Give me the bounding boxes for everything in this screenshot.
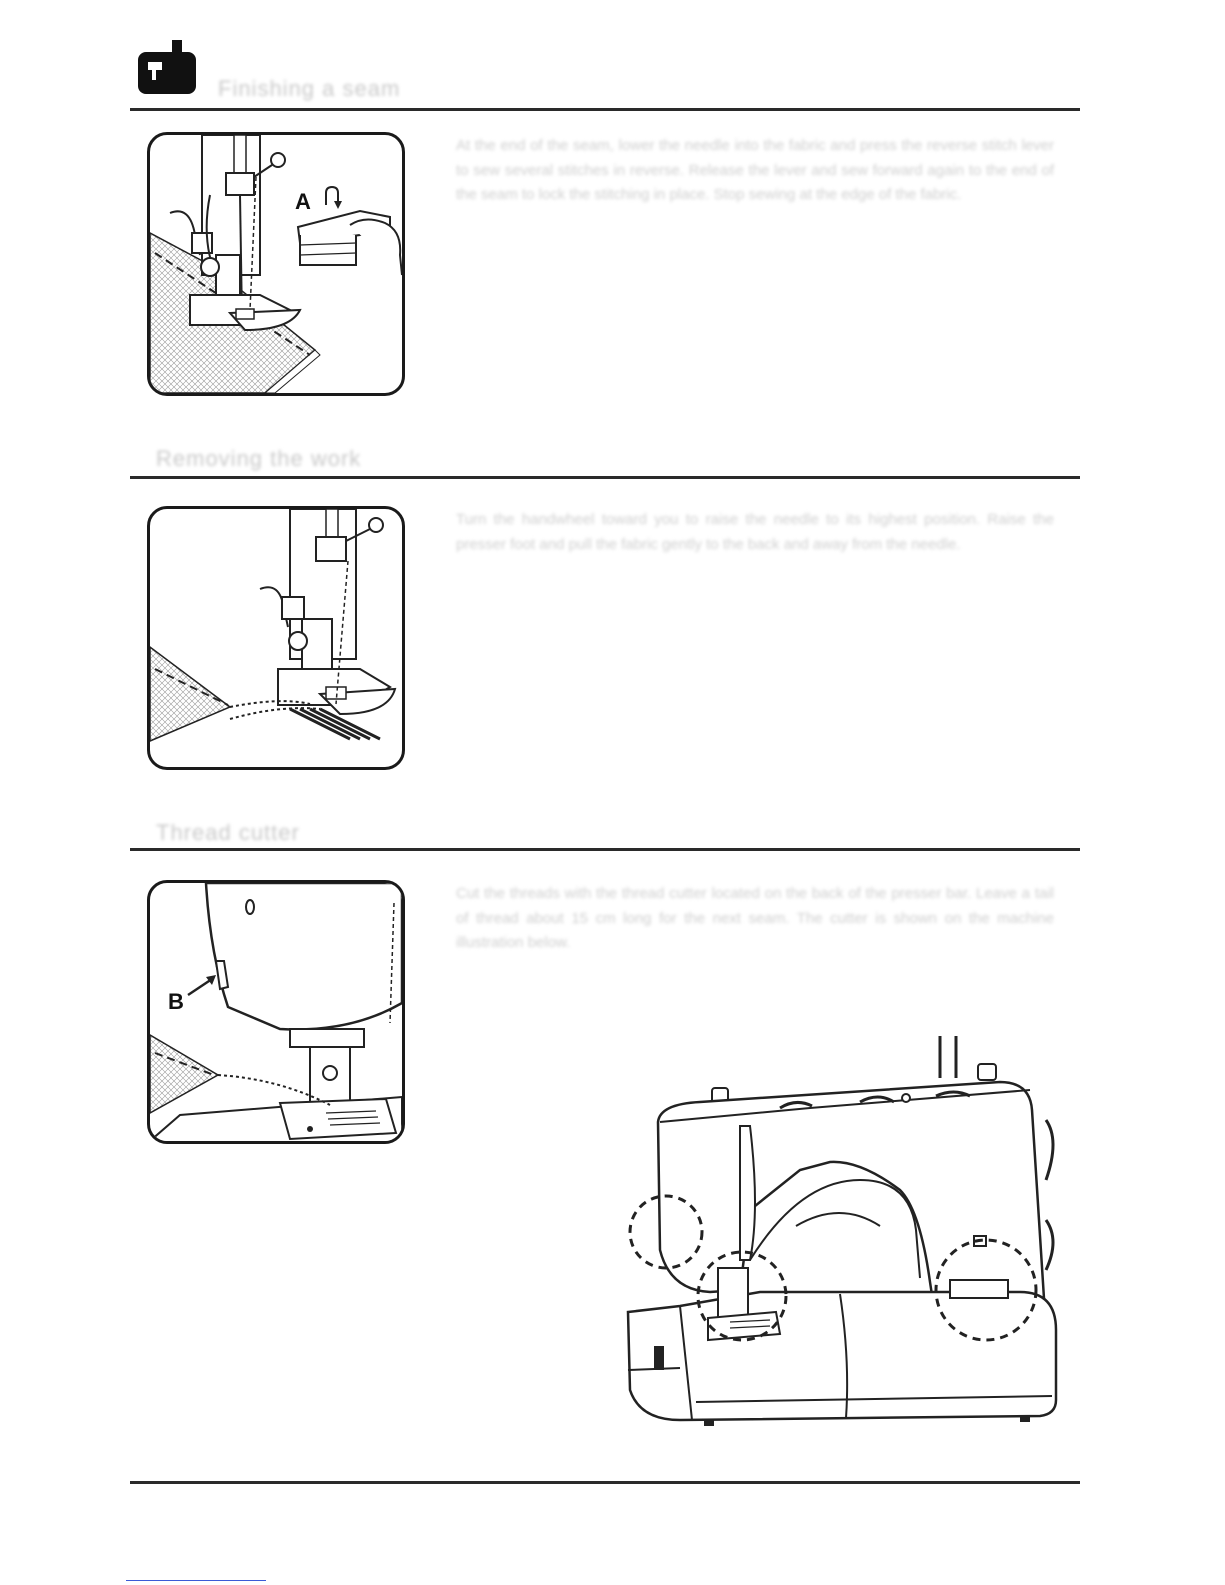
sewing-machine-icon: [134, 38, 200, 96]
section2-rule: [130, 476, 1080, 479]
section3-illustration: B: [147, 880, 405, 1144]
section3-rule: [130, 848, 1080, 851]
section1-title: Finishing a seam: [218, 76, 401, 101]
label-a: A: [295, 189, 311, 214]
section3-text: Cut the threads with the thread cutter l…: [456, 885, 1054, 951]
section1-illustration: A: [147, 132, 405, 396]
label-b: B: [168, 989, 184, 1014]
section3-title: Thread cutter: [156, 820, 300, 845]
section2-text: Turn the handwheel toward you to raise t…: [456, 511, 1054, 553]
footer-rule: [130, 1481, 1080, 1484]
sewing-machine-illustration: [600, 1030, 1070, 1440]
section2-title: Removing the work: [156, 446, 362, 471]
section1-left-rule: [130, 108, 412, 111]
footer-link-underline: [126, 1580, 266, 1581]
section1-rule: [130, 108, 1080, 111]
section1-text: At the end of the seam, lower the needle…: [456, 137, 1054, 203]
section2-illustration: [147, 506, 405, 770]
